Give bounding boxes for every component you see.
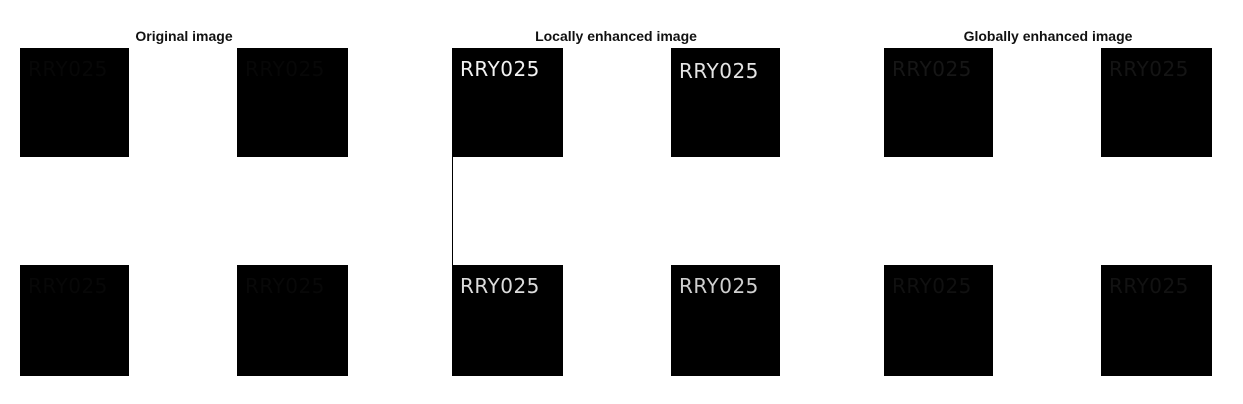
original-tile-bottom-left: RRY025 <box>20 265 129 376</box>
global-tile-bottom-right: RRY025 <box>1101 265 1212 376</box>
global-tile-bottom-left: RRY025 <box>884 265 993 376</box>
original-tile-bottom-right: RRY025 <box>237 265 348 376</box>
plate-text: RRY025 <box>28 274 108 298</box>
plate-text: RRY025 <box>460 274 540 298</box>
global-tile-top-left: RRY025 <box>884 48 993 157</box>
plate-text: RRY025 <box>892 274 972 298</box>
original-tile-top-left: RRY025 <box>20 48 129 157</box>
original-image-title: Original image <box>135 28 233 44</box>
local-tile-bottom-right: RRY025 <box>671 265 780 376</box>
global-tile-top-right: RRY025 <box>1101 48 1212 157</box>
globally-enhanced-image-title: Globally enhanced image <box>963 28 1133 44</box>
plate-text: RRY025 <box>679 274 759 298</box>
local-tile-top-left: RRY025 <box>452 48 563 157</box>
plate-text: RRY025 <box>1109 274 1189 298</box>
panel-divider-line <box>452 156 453 266</box>
locally-enhanced-image-title: Locally enhanced image <box>535 28 697 44</box>
plate-text: RRY025 <box>1109 57 1189 81</box>
plate-text: RRY025 <box>679 59 759 83</box>
original-tile-top-right: RRY025 <box>237 48 348 157</box>
local-tile-bottom-left: RRY025 <box>452 265 563 376</box>
plate-text: RRY025 <box>892 57 972 81</box>
plate-text: RRY025 <box>245 57 325 81</box>
local-tile-top-right: RRY025 <box>671 48 780 157</box>
plate-text: RRY025 <box>245 274 325 298</box>
plate-text: RRY025 <box>28 57 108 81</box>
plate-text: RRY025 <box>460 57 540 81</box>
